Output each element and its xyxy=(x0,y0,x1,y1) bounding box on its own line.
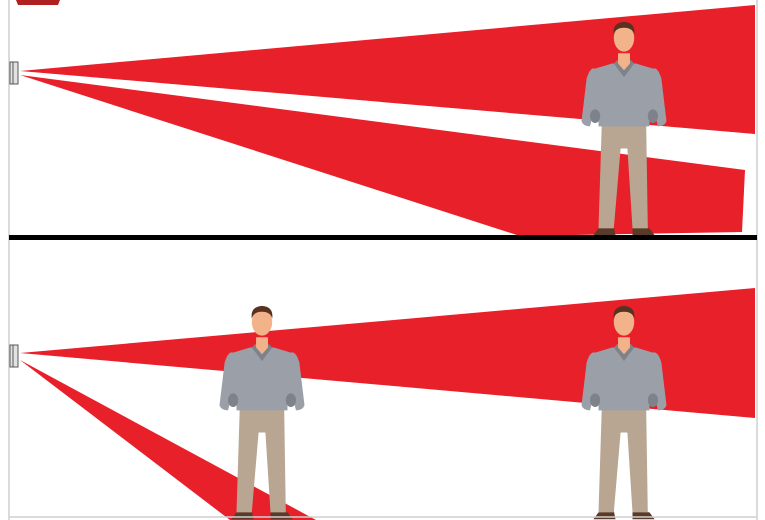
panel-divider xyxy=(9,235,757,240)
top-panel xyxy=(10,5,755,236)
brand-logo-fragment xyxy=(16,0,60,5)
motion-sensor-icon xyxy=(10,345,18,367)
bottom-panel xyxy=(10,288,755,520)
motion-sensor-icon xyxy=(10,62,18,84)
